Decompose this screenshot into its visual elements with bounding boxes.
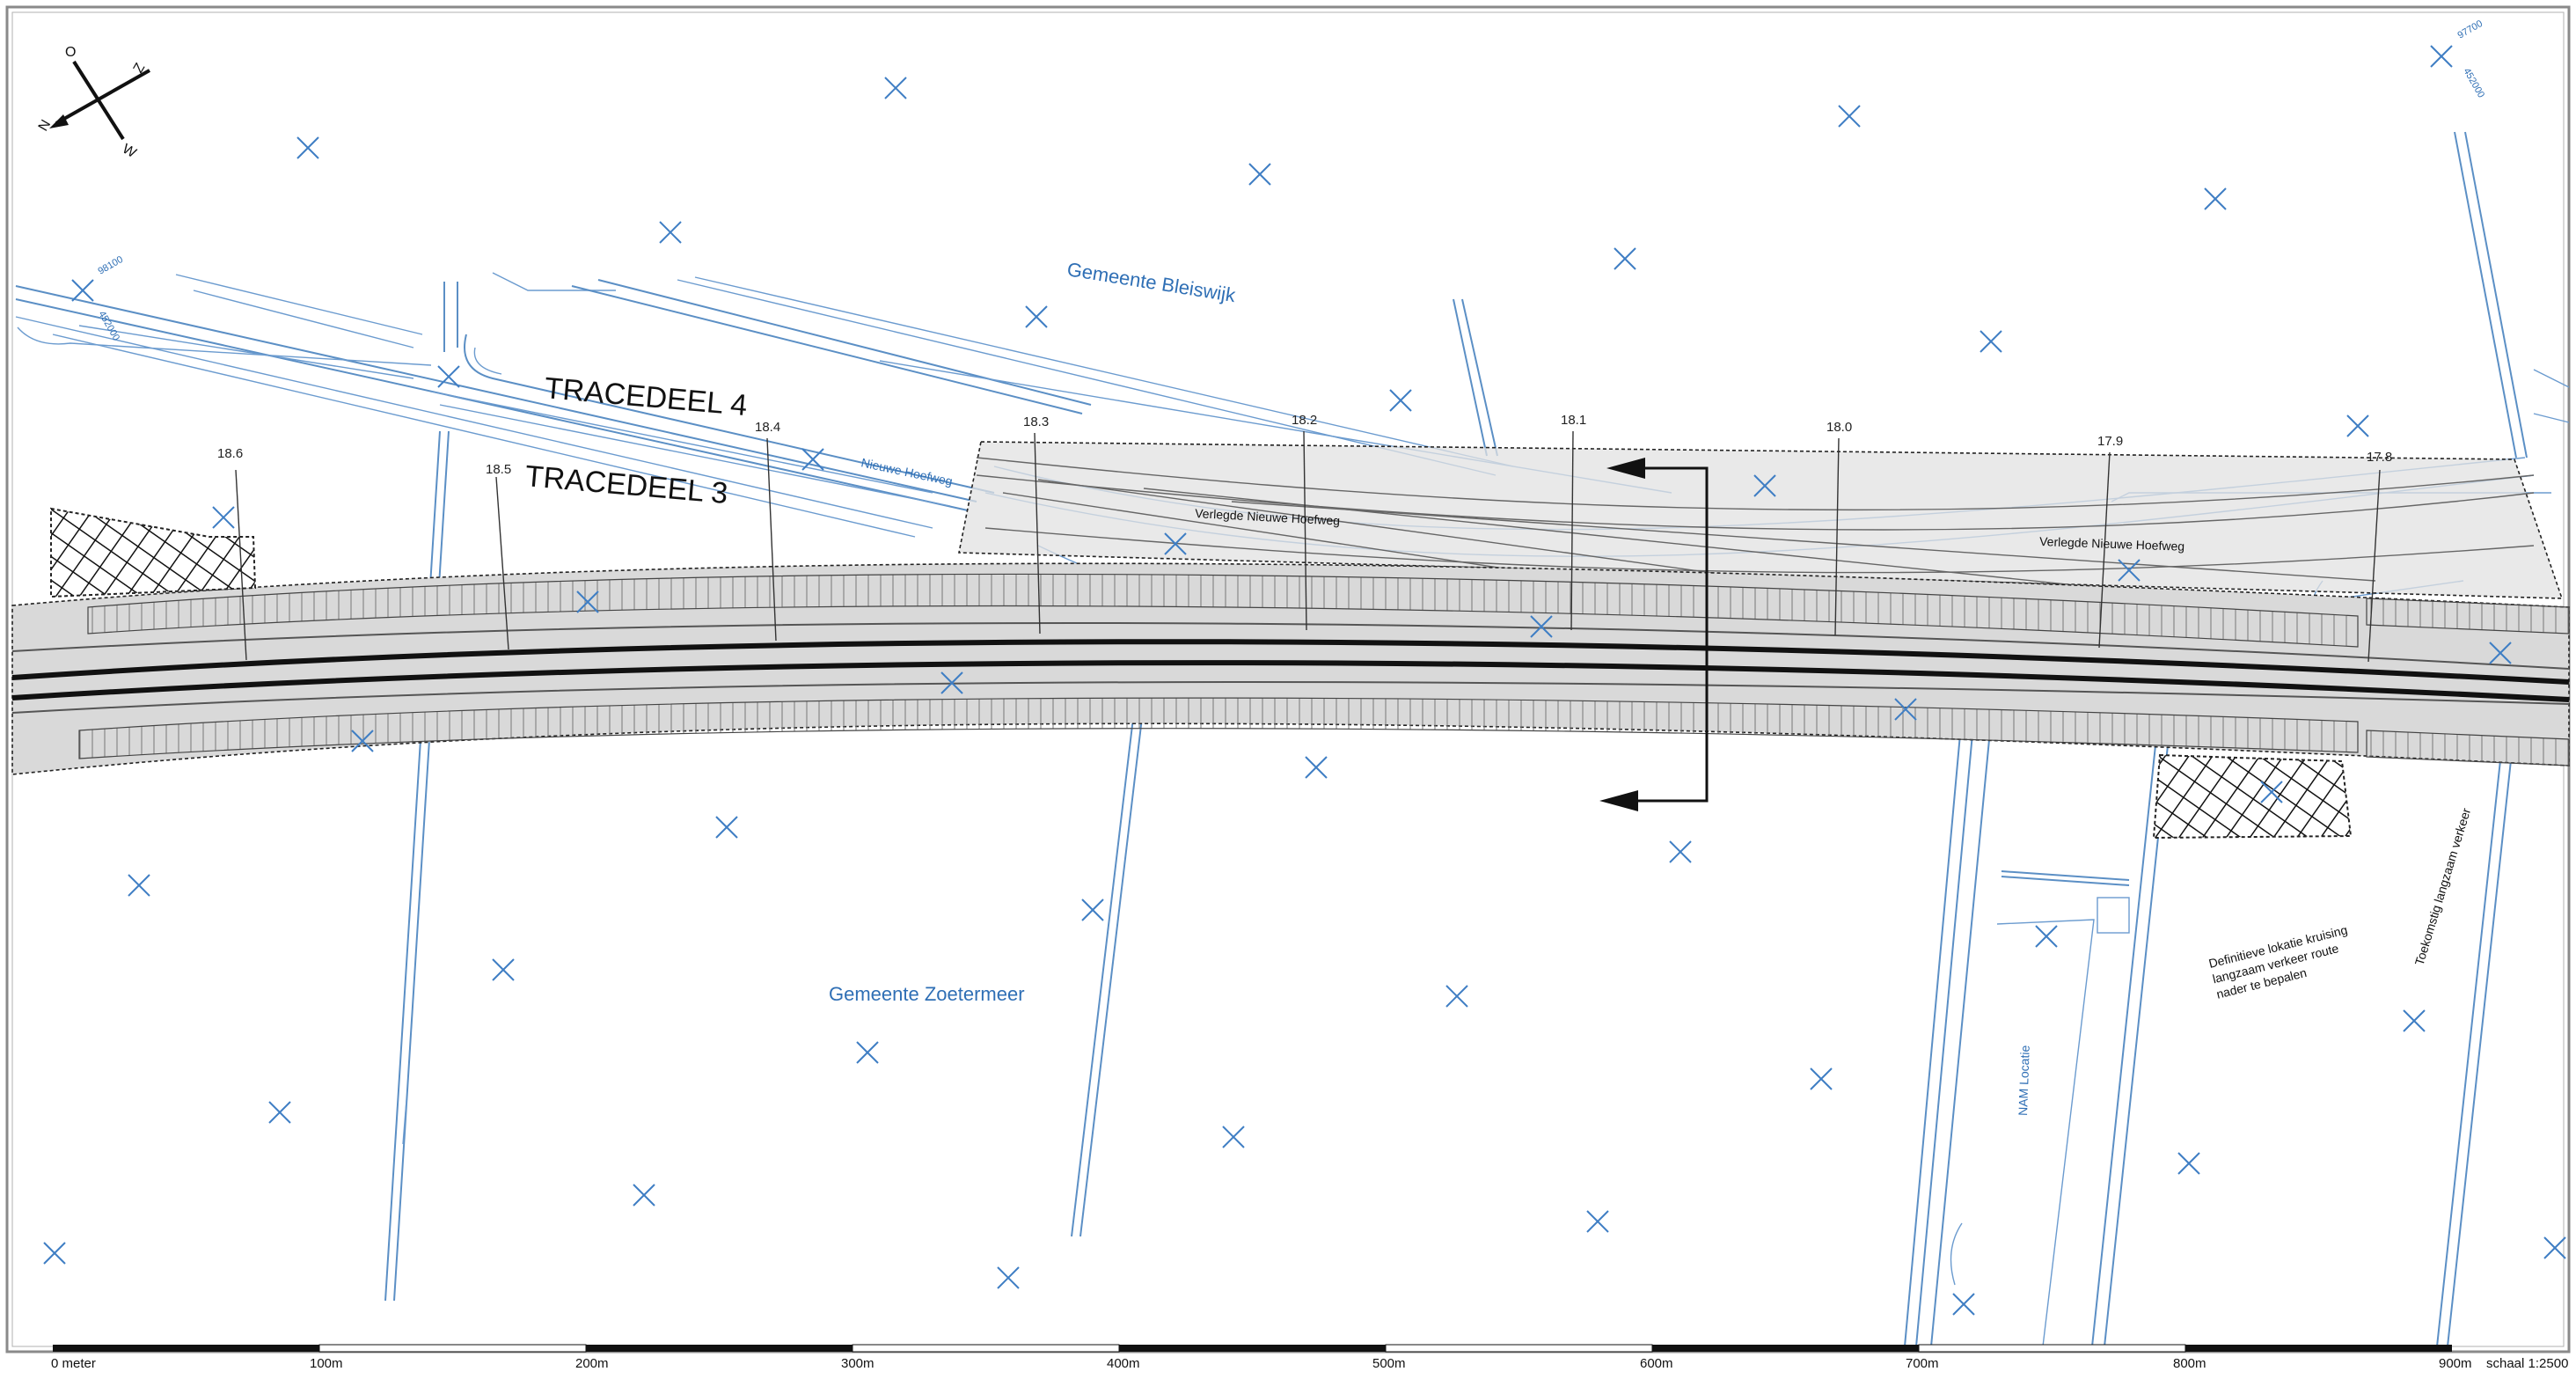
chainage-label: 17.9 [2097, 434, 2123, 449]
scale-tick-label: 300m [841, 1356, 875, 1371]
municipality-label-zoetermeer: Gemeente Zoetermeer [829, 983, 1025, 1005]
scale-ratio-label: schaal 1:2500 [2486, 1356, 2568, 1371]
relocated-road-area [958, 441, 2564, 599]
water-ditches [15, 131, 2570, 1347]
scale-tick-label: 200m [575, 1356, 609, 1371]
scale-tick-label: 900m [2439, 1356, 2472, 1371]
chainage-label: 18.4 [755, 420, 780, 435]
chainage-label: 18.2 [1292, 413, 1317, 428]
railway-track [11, 639, 2570, 685]
section-cut-arrow [1599, 458, 1709, 811]
chainage-label: 18.6 [217, 446, 243, 461]
scale-tick-label: 0 meter [51, 1356, 96, 1371]
scale-tick-label: 100m [310, 1356, 343, 1371]
chainage-label: 18.3 [1023, 414, 1049, 429]
road-label-relocated-2: Verlegde Nieuwe Hoefweg [2039, 534, 2184, 554]
grid-crosses [43, 45, 2566, 1316]
railway-track [11, 660, 2570, 702]
scale-tick-label: 400m [1107, 1356, 1140, 1371]
scale-tick-label: 700m [1906, 1356, 1939, 1371]
chainage-label: 18.1 [1561, 413, 1586, 428]
chainage-label: 18.0 [1826, 420, 1852, 435]
hatched-zone [2152, 753, 2353, 840]
railway-embankment [11, 562, 2570, 775]
chainage-label: 18.5 [486, 462, 511, 477]
scale-tick-label: 500m [1372, 1356, 1406, 1371]
hatched-zone [50, 507, 257, 598]
nam-location-label: NAM Locatie [2016, 1045, 2032, 1116]
chainage-label: 17.8 [2367, 450, 2392, 465]
scale-bar: 0 meter 100m 200m 300m 400m 500m 600m 70… [51, 1344, 2568, 1371]
scale-tick-label: 600m [1640, 1356, 1673, 1371]
svg-text:O: O [65, 45, 76, 60]
chainage-leaders [235, 430, 2381, 663]
scale-tick-label: 800m [2173, 1356, 2206, 1371]
